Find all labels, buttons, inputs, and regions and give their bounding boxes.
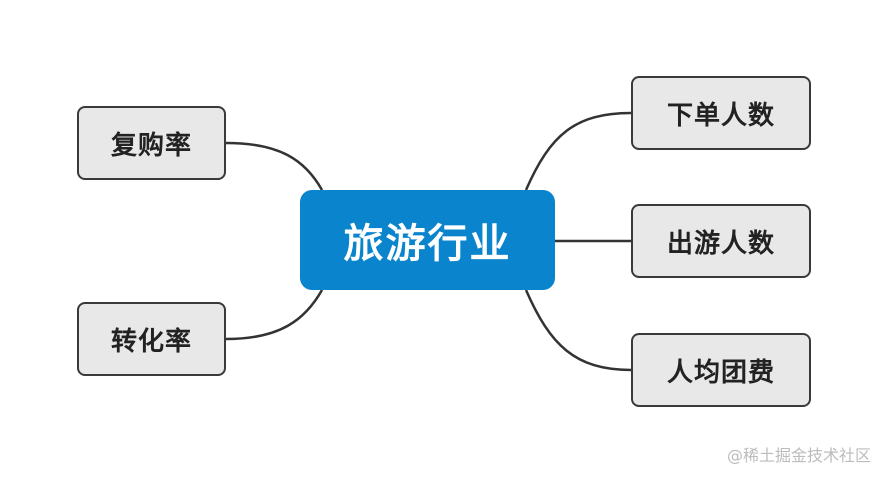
connector-repurchase	[225, 141, 324, 191]
branch-repurchase-rate[interactable]: 复购率	[77, 106, 226, 180]
branch-order-count[interactable]: 下单人数	[631, 76, 811, 150]
branch-repurchase-rate-label: 复购率	[110, 130, 192, 161]
connector-avg-cost	[524, 289, 632, 372]
watermark: @稀土掘金技术社区	[726, 446, 871, 465]
connector-orders	[524, 111, 632, 191]
branch-avg-tour-cost-label: 人均团费	[666, 357, 775, 388]
branch-order-count-label: 下单人数	[666, 100, 775, 131]
branch-conversion-rate[interactable]: 转化率	[77, 302, 226, 376]
branch-avg-tour-cost[interactable]: 人均团费	[631, 333, 811, 407]
central-topic-label: 旅游行业	[343, 221, 512, 267]
connector-conversion	[225, 289, 324, 341]
central-topic[interactable]: 旅游行业	[300, 190, 555, 290]
branch-traveler-count-label: 出游人数	[666, 228, 775, 259]
branch-conversion-rate-label: 转化率	[110, 326, 192, 357]
branch-traveler-count[interactable]: 出游人数	[631, 204, 811, 278]
